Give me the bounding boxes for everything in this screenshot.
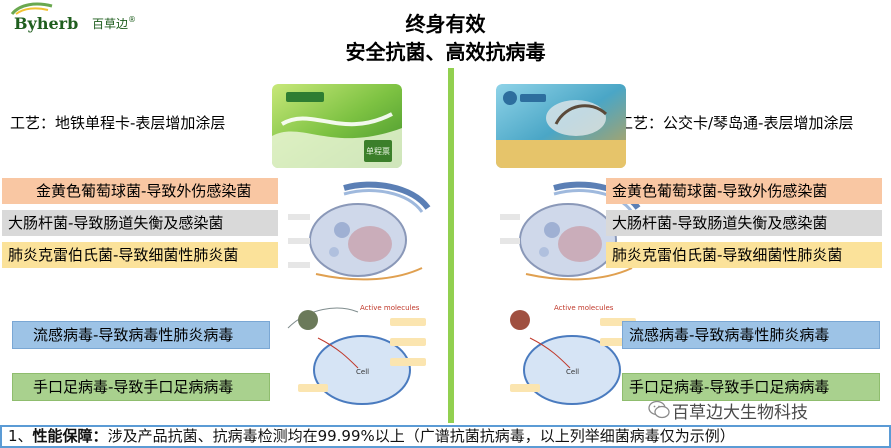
active-molecules-label-left: Active molecules: [360, 304, 420, 312]
brand-logo: Byherb 百草边®: [8, 2, 138, 36]
right-virus-2: 手口足病毒-导致手口足病病毒: [622, 373, 880, 401]
watermark-text: 百草边大生物科技: [672, 403, 808, 423]
brand-name: Byherb: [14, 14, 79, 33]
footer-note: 1、性能保障：涉及产品抗菌、抗病毒检测均在99.99%以上（广谱抗菌抗病毒，以上…: [0, 425, 891, 448]
virus-cell-label-left: Cell: [356, 368, 369, 376]
page-subtitle: 安全抗菌、高效抗病毒: [345, 40, 546, 64]
left-bacteria-3: 肺炎克雷伯氏菌-导致细菌性肺炎菌: [2, 242, 278, 268]
right-virus-1: 流感病毒-导致病毒性肺炎病毒: [622, 321, 880, 349]
metro-card-image: 单程票: [272, 84, 402, 168]
footer-prefix: 1、: [8, 427, 33, 445]
page-title: 终身有效: [405, 12, 486, 36]
right-bacteria-1: 金黄色葡萄球菌-导致外伤感染菌: [606, 178, 882, 204]
wechat-icon: [648, 400, 670, 419]
process-right: 工艺：公交卡/琴岛通-表层增加涂层: [618, 114, 854, 132]
virus-cell-label-right: Cell: [566, 368, 579, 376]
logo-swoosh-icon: [10, 2, 53, 16]
left-bacteria-2: 大肠杆菌-导致肠道失衡及感染菌: [2, 210, 278, 236]
footer-bold-label: 性能保障：: [32, 427, 108, 445]
bacteria-diagram-left: [282, 178, 434, 288]
footer-text: 涉及产品抗菌、抗病毒检测均在99.99%以上（广谱抗菌抗病毒，以上列举细菌病毒仅…: [107, 427, 735, 445]
process-left: 工艺：地铁单程卡-表层增加涂层: [10, 114, 226, 132]
left-bacteria-1: 金黄色葡萄球菌-导致外伤感染菌: [2, 178, 278, 204]
card-label: 单程票: [366, 146, 390, 156]
center-divider: [448, 68, 454, 423]
brand-name-cn: 百草边®: [92, 15, 137, 31]
right-bacteria-3: 肺炎克雷伯氏菌-导致细菌性肺炎菌: [606, 242, 882, 268]
virus-diagram-left: Cell Active molecules: [278, 298, 438, 408]
left-virus-1: 流感病毒-导致病毒性肺炎病毒: [12, 321, 270, 349]
bus-card-image: [496, 84, 626, 168]
right-bacteria-2: 大肠杆菌-导致肠道失衡及感染菌: [606, 210, 882, 236]
left-virus-2: 手口足病毒-导致手口足病病毒: [12, 373, 270, 401]
active-molecules-label-right: Active molecules: [554, 304, 614, 312]
